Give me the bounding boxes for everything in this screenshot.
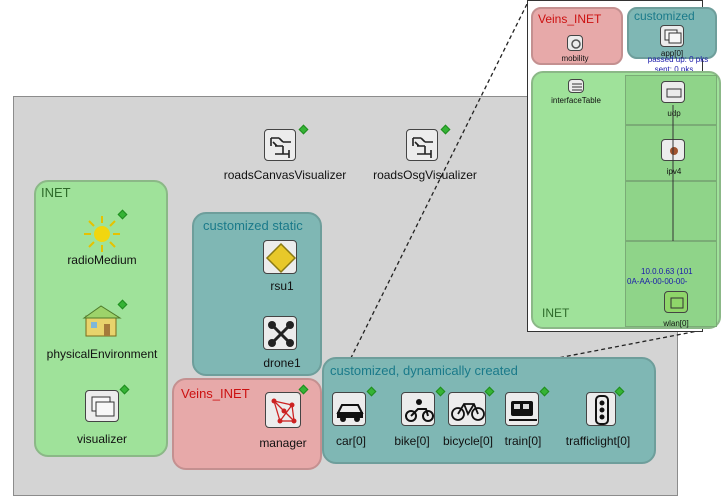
inset-mobility-label: mobility [561, 54, 589, 63]
physical-environment-label: physicalEnvironment [46, 347, 158, 361]
customized-dynamic-label: customized, dynamically created [330, 363, 518, 378]
inset-sent-label: sent: 0 pks [654, 65, 694, 74]
inset-app-label: app[0] [660, 49, 684, 58]
car-label: car[0] [335, 434, 367, 448]
house-icon[interactable] [82, 302, 126, 338]
roads-canvas-visualizer-icon[interactable] [264, 129, 296, 161]
inset-passed-label: passed up: 0 pks [647, 55, 709, 64]
inset-ip-address: 10.0.0.63 (101 [641, 267, 693, 276]
manager-label: manager [259, 436, 307, 450]
inset-inet-label: INET [542, 306, 570, 320]
inset-udp-label: udp [667, 109, 681, 118]
sun-icon[interactable] [82, 214, 122, 254]
inset-ipv4-layer [625, 125, 717, 181]
inset-customized-group [627, 7, 717, 59]
roads-osg-visualizer-icon[interactable] [406, 129, 438, 161]
train-label: train[0] [504, 434, 542, 448]
motorbike-icon[interactable] [401, 392, 435, 426]
inset-middle-layer [625, 181, 717, 241]
veins-inet-label: Veins_INET [181, 386, 250, 401]
car-icon[interactable] [332, 392, 366, 426]
inet-group-label: INET [41, 185, 71, 200]
manager-network-icon[interactable] [265, 392, 301, 428]
radio-medium-label: radioMedium [67, 253, 137, 267]
inset-customized-label: customized [634, 9, 695, 23]
inset-wlan-label: wlan[0] [663, 319, 689, 328]
inset-udp-icon[interactable] [661, 81, 685, 103]
customized-static-label: customized static [203, 218, 303, 233]
inset-wlan-icon[interactable] [664, 291, 688, 313]
inset-zoom-panel: Veins_INET mobility customized app[0] pa… [527, 0, 721, 332]
bicycle-icon[interactable] [448, 392, 486, 426]
inset-interface-table-label: interfaceTable [551, 96, 601, 105]
visualizer-label: visualizer [76, 432, 128, 446]
roads-osg-visualizer-label: roadsOsgVisualizer [373, 168, 477, 182]
inset-layer-connectors [672, 105, 674, 241]
traffic-light-icon[interactable] [586, 392, 616, 426]
roads-canvas-visualizer-label: roadsCanvasVisualizer [223, 168, 347, 182]
inset-mobility-icon[interactable] [567, 35, 583, 51]
visualizer-icon[interactable] [85, 390, 119, 422]
rsu-icon[interactable] [263, 240, 297, 274]
bicycle-label: bicycle[0] [442, 434, 494, 448]
drone-icon[interactable] [263, 316, 297, 350]
bike-label: bike[0] [394, 434, 430, 448]
trafficlight-label: trafficlight[0] [565, 434, 631, 448]
customized-static-group [192, 212, 322, 376]
inset-interface-table-icon[interactable] [568, 79, 584, 93]
train-icon[interactable] [505, 392, 539, 426]
rsu1-label: rsu1 [270, 279, 294, 293]
inset-ipv4-label: ipv4 [666, 167, 682, 176]
inset-app-icon[interactable] [660, 25, 684, 47]
inset-veins-inet-label: Veins_INET [538, 12, 602, 26]
inset-mac-address: 0A-AA-00-00-00- [627, 277, 688, 286]
drone1-label: drone1 [263, 356, 301, 370]
